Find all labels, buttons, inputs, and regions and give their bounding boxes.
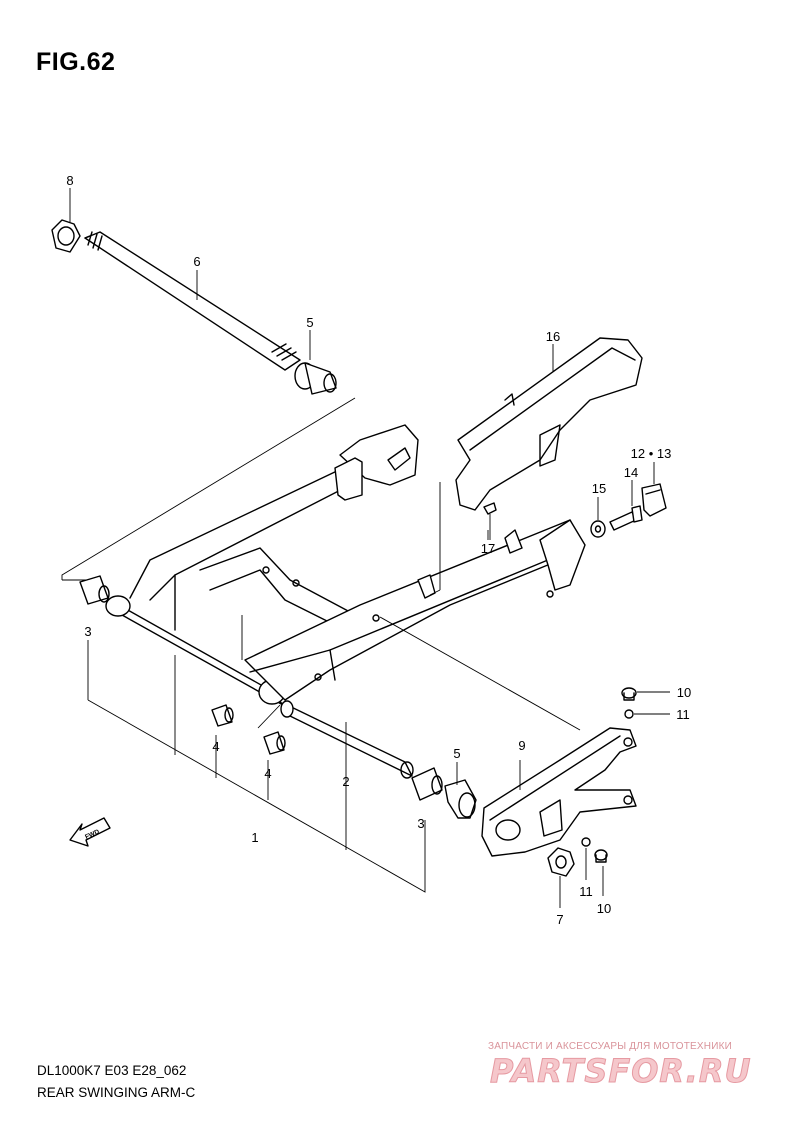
callout-14: 14 [624,465,638,480]
part-7-nut [547,847,575,908]
part-12-13-clip-nut [641,462,667,517]
part-3-bearing-left [79,575,110,700]
callout-2: 2 [342,774,349,789]
part-5-collar-right [444,779,477,819]
part-11-washer-bottom [581,837,591,880]
callout-1: 1 [251,830,258,845]
callout-6: 6 [193,254,200,269]
part-16-chain-case [455,337,643,511]
part-2-pivot-tube [280,700,414,779]
callout-5-top: 5 [306,315,313,330]
callout-8: 8 [66,173,73,188]
callout-9: 9 [518,738,525,753]
callout-12-13: 12 • 13 [631,446,672,461]
model-code: DL1000K7 E03 E28_062 [37,1063,187,1078]
part-6-pivot-shaft [84,231,301,371]
part-15-washer [590,497,606,538]
callout-5-right: 5 [453,746,460,761]
part-5-collar-top [294,362,337,395]
callout-3-left: 3 [84,624,91,639]
part-10-bolt-top [621,687,670,701]
figure-title: FIG.62 [36,48,116,76]
callout-3-right: 3 [417,816,424,831]
callout-4-b: 4 [264,766,271,781]
part-4-spacer-a [211,704,234,727]
callout-4-a: 4 [212,739,219,754]
callout-17: 17 [481,541,495,556]
part-8-nut [51,219,81,253]
callout-11-bottom: 11 [579,884,593,899]
callout-16: 16 [546,329,560,344]
part-14-bolt [609,480,643,531]
callout-10-bottom: 10 [597,901,611,916]
part-10-bolt-bottom [594,849,608,896]
part-4-spacer-b [263,731,286,755]
watermark-logo: PARTSFOR.RU [489,1052,752,1091]
forward-direction-icon: FWD [69,817,111,847]
part-9-bracket [481,727,637,857]
callout-10-top: 10 [677,685,691,700]
callout-15: 15 [592,481,606,496]
part-1-swing-arm [105,424,586,731]
callout-11-top: 11 [676,707,690,722]
section-name: REAR SWINGING ARM-C [37,1085,196,1100]
part-3-bearing-right [411,767,443,801]
callout-7: 7 [556,912,563,927]
watermark-tagline: ЗАПЧАСТИ И АКСЕССУАРЫ ДЛЯ МОТОТЕХНИКИ [488,1041,733,1052]
part-17-screw [483,502,497,540]
part-11-washer-top [624,709,670,719]
